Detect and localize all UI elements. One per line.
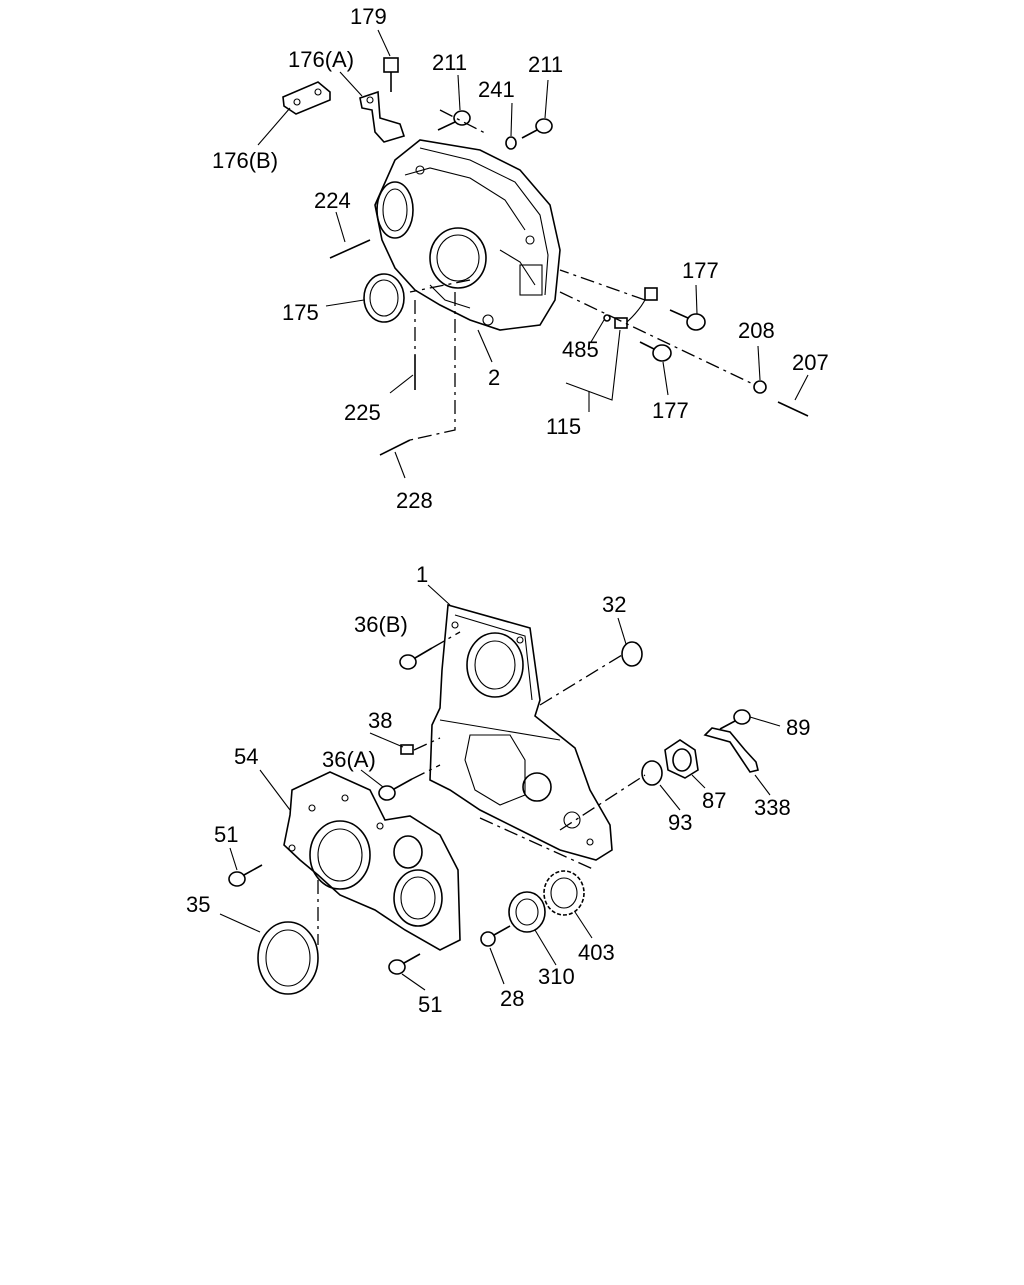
- bracket-176a: [359, 90, 406, 143]
- bolt-179: [383, 57, 399, 92]
- bolt-51-lower: [388, 953, 421, 975]
- callout-28: 28: [500, 986, 524, 1011]
- callout-485: 485: [562, 337, 599, 362]
- callout-89: 89: [786, 715, 810, 740]
- callout-87: 87: [702, 788, 726, 813]
- plate-176b: [282, 81, 331, 115]
- callout-35: 35: [186, 892, 210, 917]
- bolt-177-upper: [669, 309, 706, 331]
- stud-224: [329, 239, 371, 259]
- bolt-51-left: [228, 864, 263, 887]
- housing-bore-main: [429, 227, 487, 289]
- bolt-211-right: [521, 118, 553, 139]
- callout-36a: 36(A): [322, 747, 376, 772]
- callout-51-lower: 51: [418, 992, 442, 1017]
- flywheel-housing: [374, 139, 561, 331]
- callout-177-lower: 177: [652, 398, 689, 423]
- callout-177-upper: 177: [682, 258, 719, 283]
- nut-208: [753, 380, 767, 394]
- oil-seal-175: [363, 273, 405, 323]
- callout-1: 1: [416, 562, 428, 587]
- callout-179: 179: [350, 4, 387, 29]
- bolt-177-lower: [639, 341, 672, 362]
- upper-leaders: [257, 29, 809, 479]
- callout-403: 403: [578, 940, 615, 965]
- bearing-holder-87: [664, 739, 699, 779]
- stud-207: [777, 401, 809, 417]
- snap-ring-32: [621, 641, 643, 667]
- callout-208: 208: [738, 318, 775, 343]
- bolt-211-left: [437, 110, 471, 131]
- callout-225: 225: [344, 400, 381, 425]
- callout-38: 38: [368, 708, 392, 733]
- stud-228: [379, 439, 411, 456]
- callout-36b: 36(B): [354, 612, 408, 637]
- callout-labels: 179 176(A) 176(B) 211 211 241 224 175 22…: [186, 4, 829, 1017]
- lower-leaders: [219, 584, 781, 991]
- callout-93: 93: [668, 810, 692, 835]
- callout-224: 224: [314, 188, 351, 213]
- dowel-38: [400, 744, 414, 755]
- washer-241: [505, 136, 517, 150]
- snap-ring-93: [641, 760, 663, 786]
- callout-241: 241: [478, 77, 515, 102]
- callout-211-left: 211: [432, 50, 467, 75]
- callout-338: 338: [754, 795, 791, 820]
- sensor-115: [614, 287, 658, 329]
- callout-310: 310: [538, 964, 575, 989]
- housing-bore-upper: [376, 181, 414, 239]
- callout-32: 32: [602, 592, 626, 617]
- callout-175: 175: [282, 300, 319, 325]
- callout-115: 115: [546, 414, 581, 439]
- bolt-36b: [399, 647, 433, 670]
- callout-51-left: 51: [214, 822, 238, 847]
- flywheel-housing-group: [282, 57, 809, 456]
- o-ring-485: [603, 314, 611, 322]
- callout-228: 228: [396, 488, 433, 513]
- timing-cover-54: [283, 771, 461, 951]
- crank-seal-35: [257, 921, 319, 995]
- callout-54: 54: [234, 744, 258, 769]
- callout-207: 207: [792, 350, 829, 375]
- callout-176b: 176(B): [212, 148, 278, 173]
- gear-403: [543, 870, 585, 916]
- idler-310: [508, 891, 546, 933]
- bolt-89: [719, 709, 751, 730]
- bolt-36a: [378, 778, 413, 801]
- gear-case-group: [228, 603, 759, 995]
- callout-211-right: 211: [528, 52, 563, 77]
- bolt-28: [480, 925, 511, 947]
- bracket-338: [703, 727, 759, 773]
- callout-2: 2: [488, 365, 500, 390]
- callout-176a: 176(A): [288, 47, 354, 72]
